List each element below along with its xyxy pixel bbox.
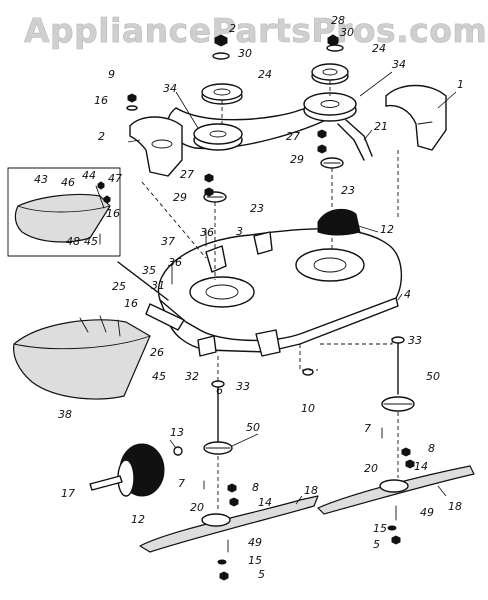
part-label: 15 — [248, 554, 262, 567]
part-label: 30 — [340, 26, 354, 39]
part-label: 16 — [94, 94, 108, 107]
assembly-lines — [141, 80, 399, 512]
part-label: 34 — [392, 58, 406, 71]
part-label: 14 — [414, 460, 428, 473]
part-label: 5 — [373, 538, 380, 551]
deflector-inset — [7, 167, 121, 257]
leader-lines — [127, 71, 457, 505]
part-label: 16 — [106, 207, 120, 220]
part-label: 14 — [258, 496, 272, 509]
part-label: 49 — [248, 536, 262, 549]
lower-spindles — [89, 336, 475, 581]
part-label: 21 — [374, 120, 388, 133]
part-label: 44 — [82, 169, 96, 182]
part-label: 35 — [142, 264, 156, 277]
part-label: 47 — [108, 172, 122, 185]
part-label: 4 — [404, 288, 411, 301]
part-label: 13 — [170, 426, 184, 439]
part-label: 17 — [61, 487, 75, 500]
part-label: 20 — [190, 501, 204, 514]
top-pulley-assembly — [126, 34, 447, 203]
mower-deck — [117, 208, 403, 357]
part-label: 24 — [372, 42, 386, 55]
part-label: 23 — [250, 202, 264, 215]
part-label: 26 — [150, 346, 164, 359]
part-label: 18 — [304, 484, 318, 497]
part-label: 20 — [364, 462, 378, 475]
part-label: 9 — [108, 68, 115, 81]
part-label: 29 — [173, 191, 187, 204]
part-label: 5 — [258, 568, 265, 581]
part-label: 3 — [236, 225, 243, 238]
part-label: 8 — [252, 481, 259, 494]
part-label: 33 — [236, 380, 250, 393]
part-label: 12 — [380, 223, 394, 236]
part-label: 8 — [428, 442, 435, 455]
part-label: 36 — [200, 226, 214, 239]
part-label: 25 — [112, 280, 126, 293]
part-label: 36 — [168, 256, 182, 269]
part-label: 18 — [448, 500, 462, 513]
part-label: 49 — [420, 506, 434, 519]
part-label: 45 — [84, 235, 98, 248]
watermark: AppliancePartsPros.com — [24, 11, 487, 50]
part-label: 7 — [364, 422, 371, 435]
part-label: 29 — [290, 153, 304, 166]
part-label: 23 — [341, 184, 355, 197]
part-label: 1 — [457, 78, 464, 91]
part-label: 27 — [180, 168, 194, 181]
part-label: 6 — [216, 384, 223, 397]
part-label: 30 — [238, 47, 252, 60]
part-label: 33 — [408, 334, 422, 347]
part-label: 48 — [66, 235, 80, 248]
part-label: 31 — [151, 279, 165, 292]
part-label: 43 — [34, 173, 48, 186]
part-label: 38 — [58, 408, 72, 421]
part-label: 2 — [229, 22, 236, 35]
part-label: 24 — [258, 68, 272, 81]
part-label: 34 — [163, 82, 177, 95]
part-label: 45 — [152, 370, 166, 383]
part-label: 27 — [286, 130, 300, 143]
part-label: 37 — [161, 235, 175, 248]
discharge-chute — [13, 315, 151, 400]
part-label: 2 — [98, 130, 105, 143]
part-label: 7 — [178, 477, 185, 490]
part-label: 16 — [124, 297, 138, 310]
part-label: 28 — [331, 14, 345, 27]
part-label: 46 — [61, 176, 75, 189]
part-label: 50 — [246, 421, 260, 434]
part-labels: 28 30 2 30 24 24 34 34 9 16 1 2 27 21 29… — [34, 14, 464, 581]
part-label: 50 — [426, 370, 440, 383]
part-label: 15 — [373, 522, 387, 535]
part-label: 32 — [185, 370, 199, 383]
part-label: 12 — [131, 513, 145, 526]
part-label: 10 — [301, 402, 315, 415]
